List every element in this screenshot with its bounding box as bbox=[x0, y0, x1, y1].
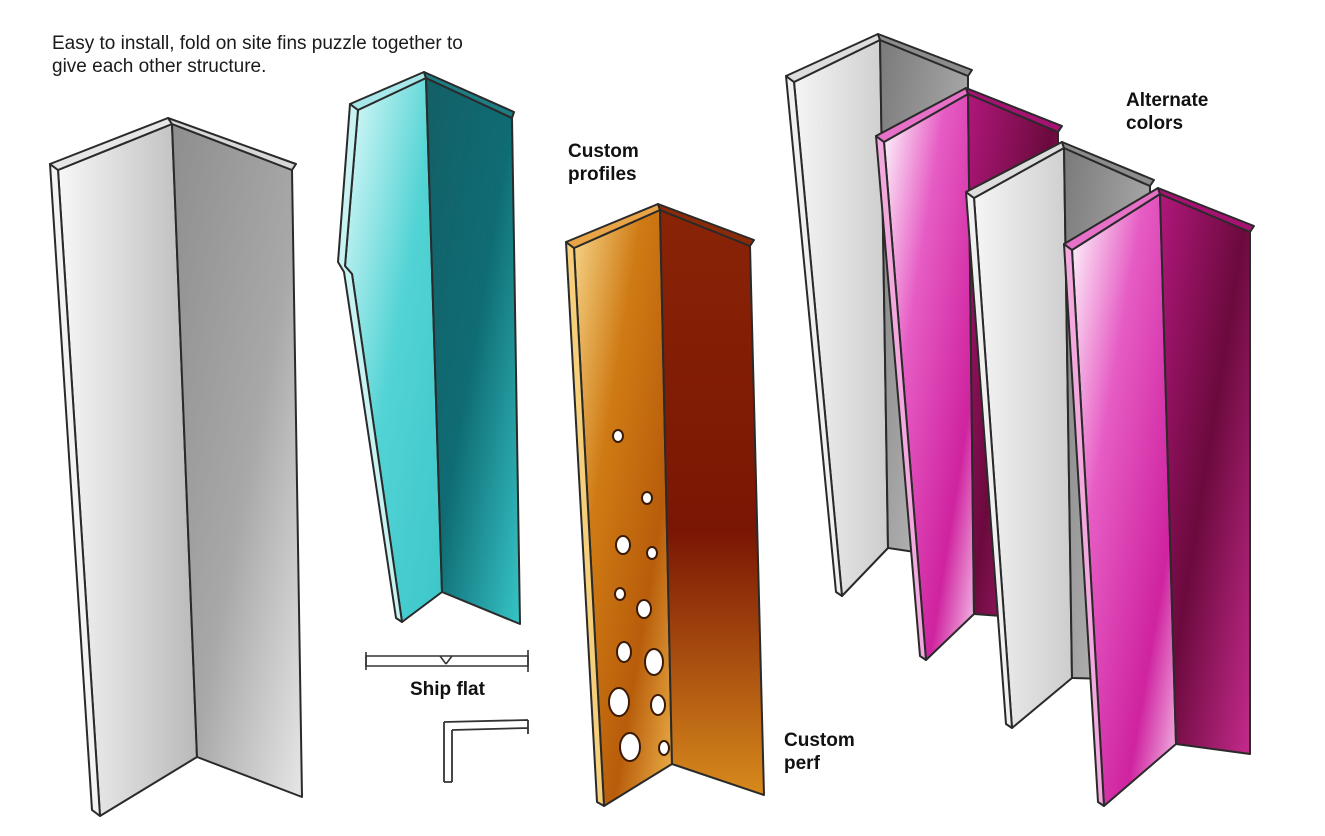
perf-hole bbox=[636, 599, 652, 619]
custom-profiles-line2: profiles bbox=[568, 164, 637, 186]
alternate-colors-label: Alternate colors bbox=[1126, 89, 1256, 135]
ship-flat-label: Ship flat bbox=[410, 678, 530, 701]
perf-hole bbox=[644, 648, 664, 676]
custom-perf-line1: Custom bbox=[784, 730, 855, 751]
orange-fin-right-face bbox=[659, 209, 765, 796]
perf-hole bbox=[646, 546, 658, 560]
perf-hole bbox=[650, 694, 666, 716]
perf-hole bbox=[641, 491, 653, 505]
ship-flat-text: Ship flat bbox=[410, 679, 485, 700]
perf-hole bbox=[658, 740, 670, 756]
perf-hole bbox=[614, 587, 626, 601]
custom-perf-label: Custom perf bbox=[784, 729, 884, 775]
silver-fin-back-left-face bbox=[793, 39, 889, 597]
folded-angle-sketch bbox=[443, 719, 529, 783]
orange-perforated-fin bbox=[565, 203, 765, 807]
magenta-fin-front bbox=[1063, 187, 1255, 807]
flat-panel-sketch bbox=[365, 655, 529, 667]
custom-profiles-label: Custom profiles bbox=[568, 140, 688, 186]
perforation-holes bbox=[608, 429, 670, 762]
perf-hole bbox=[615, 535, 631, 555]
ship-flat-diagram bbox=[365, 650, 529, 672]
magenta-fin-front-left-face bbox=[1071, 193, 1177, 807]
perf-hole bbox=[612, 429, 624, 443]
intro-caption: Easy to install, fold on site fins puzzl… bbox=[52, 32, 522, 78]
gray-angle-fin bbox=[49, 117, 303, 817]
custom-profiles-line1: Custom bbox=[568, 141, 639, 162]
teal-profile-fin bbox=[337, 71, 521, 625]
teal-fin-left-edge bbox=[337, 103, 403, 623]
magenta-fin-front-right-face bbox=[1159, 193, 1251, 755]
custom-perf-line2: perf bbox=[784, 753, 820, 775]
intro-caption-line2: give each other structure. bbox=[52, 56, 267, 78]
gray-fin-top-edge-right bbox=[167, 117, 297, 171]
perf-hole bbox=[616, 641, 632, 663]
folded-angle-diagram bbox=[443, 719, 529, 783]
teal-fin-top-edge-right bbox=[423, 71, 515, 119]
flat-panel-fold-mark bbox=[439, 655, 447, 665]
alternate-colors-line1: Alternate bbox=[1126, 90, 1209, 111]
teal-fin-right-face bbox=[425, 77, 521, 625]
intro-caption-line1: Easy to install, fold on site fins puzzl… bbox=[52, 33, 463, 54]
orange-fin-top-edge-right bbox=[657, 203, 755, 247]
perf-hole bbox=[619, 732, 641, 762]
perf-hole bbox=[608, 687, 630, 717]
alternate-colors-line2: colors bbox=[1126, 113, 1184, 135]
